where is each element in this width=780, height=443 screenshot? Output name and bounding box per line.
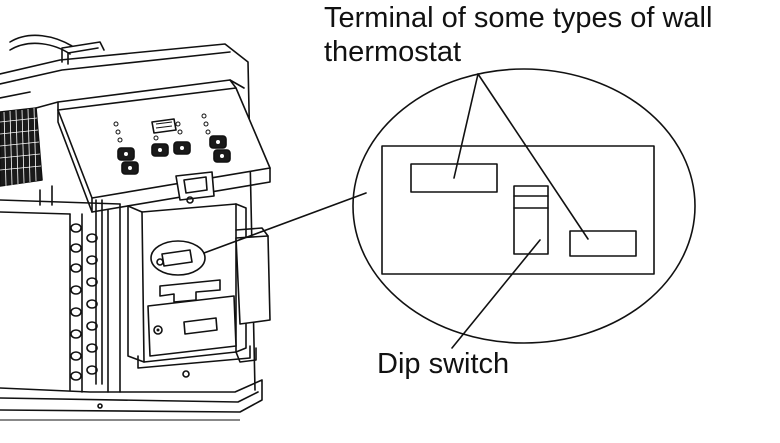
front-grille [0, 107, 43, 187]
terminal-callout-line1: Terminal of some types of wall [324, 2, 713, 34]
locator-ellipse [150, 240, 206, 276]
terminal-block-1 [410, 163, 498, 193]
dip-switch-leader-line [451, 239, 541, 349]
locator-leader-line [203, 192, 367, 254]
detail-ellipse [352, 68, 696, 344]
dip-switch-callout: Dip switch [377, 348, 510, 380]
terminal-leader-lines [453, 73, 589, 240]
terminal-block-2 [569, 230, 637, 257]
dip-switch-component [513, 185, 549, 255]
control-board-detail [381, 145, 655, 275]
terminal-callout-line2: thermostat [324, 36, 461, 68]
control-panel [35, 79, 271, 213]
ac-unit-chassis [0, 34, 263, 421]
control-box [127, 203, 271, 378]
panel-buttons [117, 135, 231, 175]
coil-tubes [39, 185, 103, 385]
